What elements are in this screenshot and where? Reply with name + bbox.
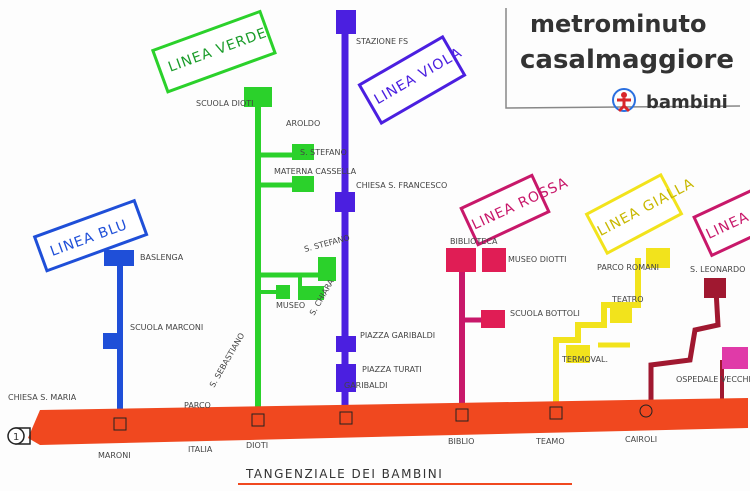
label-scuola-bottoli: SCUOLA BOTTOLI bbox=[510, 309, 580, 318]
stop-termoval-marker bbox=[566, 345, 590, 363]
sign-verde: LINEA VERDE bbox=[150, 9, 277, 94]
label-ospedale-vecchio: OSPEDALE VECCHIO bbox=[676, 375, 750, 384]
stop-biblioteca-marker bbox=[446, 248, 476, 272]
label-parco-romani: PARCO ROMANI bbox=[597, 263, 659, 272]
main-line-title: TANGENZIALE DEI BAMBINI bbox=[245, 467, 443, 481]
label-termoval: TERMOVAL. bbox=[561, 355, 608, 364]
label-piazza-turati: PIAZZA TURATI bbox=[362, 365, 422, 374]
stop-materna-marker bbox=[292, 176, 314, 192]
label-s-stefano: S. STEFANO bbox=[300, 148, 347, 157]
stop-museo-marker bbox=[276, 285, 290, 299]
stop-s-stefano-marker bbox=[318, 257, 336, 281]
main-line-track bbox=[28, 398, 748, 445]
stop-museo-diotti-marker bbox=[482, 248, 506, 272]
label-teatro: TEATRO bbox=[611, 295, 644, 304]
main-stop-biblio-marker bbox=[455, 408, 469, 422]
terminal-1-icon bbox=[7, 427, 25, 445]
stop-teatro-marker bbox=[610, 305, 632, 323]
stop-ospedale-marker bbox=[722, 347, 748, 369]
line-marrone bbox=[648, 278, 748, 410]
stop-turati-marker bbox=[336, 364, 356, 378]
main-stop-garibaldi-marker bbox=[339, 411, 353, 425]
terminal-1-label: 1 bbox=[13, 432, 19, 443]
label-scuola-marconi: SCUOLA MARCONI bbox=[130, 323, 203, 332]
main-stop-cairoli-marker bbox=[639, 404, 653, 418]
label-chiesa-santa-maria: CHIESA S. MARIA bbox=[8, 393, 77, 402]
line-verde bbox=[244, 87, 336, 420]
label-teamo: TEAMO bbox=[535, 437, 565, 446]
label-biblioteca: BIBLIOTECA bbox=[450, 237, 498, 246]
line-gialla bbox=[553, 248, 670, 410]
sign-marrone: LINEA MARRONE bbox=[692, 173, 750, 258]
brand-frame bbox=[505, 8, 741, 109]
label-piazza-garibaldi: PIAZZA GARIBALDI bbox=[360, 331, 435, 340]
stop-aroldo-marker bbox=[292, 144, 314, 160]
line-main: 1 bbox=[7, 398, 748, 445]
brand-kids: bambini bbox=[646, 92, 728, 113]
stop-s-leonardo-marker bbox=[704, 278, 726, 298]
stop-baslenga-marker bbox=[104, 250, 134, 266]
stop-sfrancesco-marker bbox=[335, 192, 355, 212]
label-chiesa-sfrancesco: CHIESA S. FRANCESCO bbox=[356, 181, 447, 190]
line-blu bbox=[103, 250, 134, 420]
line-marrone-track bbox=[648, 289, 721, 410]
label-s-leonardo: S. LEONARDO bbox=[690, 265, 745, 274]
stop-bottoli-marker bbox=[481, 310, 505, 328]
label-biblio: BIBLIO bbox=[448, 437, 474, 446]
label-stazione: STAZIONE FS bbox=[356, 37, 408, 46]
label-parco: PARCO bbox=[184, 401, 211, 410]
line-rossa bbox=[446, 248, 506, 410]
main-stop-dioti-marker bbox=[251, 413, 265, 427]
label-aroldo: AROLDO bbox=[286, 119, 320, 128]
kids-icon bbox=[612, 88, 636, 113]
brand-title: metrominuto bbox=[530, 10, 706, 38]
stop-garibaldi-marker bbox=[336, 336, 356, 352]
label-dioti: DIOTI bbox=[246, 441, 268, 450]
label-museo-diotti: MUSEO DIOTTI bbox=[508, 255, 567, 264]
stop-parco-romani-marker bbox=[646, 248, 670, 268]
line-gialla-track bbox=[553, 258, 641, 410]
label-cairoli: CAIROLI bbox=[625, 435, 657, 444]
stop-marconi-marker bbox=[103, 333, 121, 349]
stop-s-chiara-marker bbox=[300, 286, 324, 300]
label-museo: MUSEO bbox=[276, 301, 305, 310]
main-stop-teamo-marker bbox=[549, 406, 563, 420]
sign-rossa: LINEA ROSSA bbox=[459, 173, 571, 247]
line-viola bbox=[335, 10, 356, 418]
label-maroni: MARONI bbox=[98, 451, 131, 460]
label-materna-cassella: MATERNA CASSELLA bbox=[274, 167, 357, 176]
brand-city: casalmaggiore bbox=[520, 45, 734, 75]
stop-stazione-marker bbox=[336, 10, 356, 34]
sign-gialla: LINEA GIALLA bbox=[584, 172, 697, 256]
sign-viola: LINEA VIOLA bbox=[357, 34, 467, 126]
label-garibaldi: GARIBALDI bbox=[344, 381, 388, 390]
label-scuola-dioti: SCUOLA DIOTI bbox=[196, 99, 254, 108]
brand-box: metrominuto casalmaggiore bambini bbox=[505, 8, 741, 113]
main-stop-maroni-marker bbox=[113, 417, 127, 431]
label-baslenga: BASLENGA bbox=[140, 253, 184, 262]
stop-scuola-dioti-marker bbox=[244, 87, 272, 107]
label-italia: ITALIA bbox=[188, 445, 213, 454]
label-s-sebastiano: S. SEBASTIANO bbox=[208, 331, 246, 389]
